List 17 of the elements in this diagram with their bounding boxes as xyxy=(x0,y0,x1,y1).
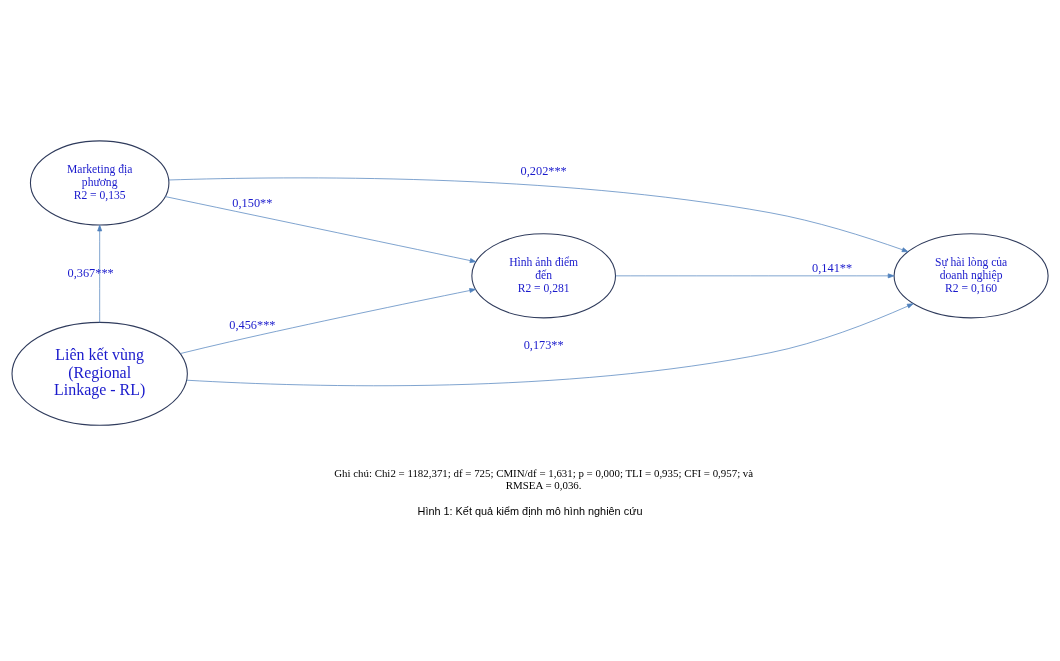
arrow xyxy=(97,224,103,323)
arrow xyxy=(615,272,895,278)
edge-label: 0,456*** xyxy=(229,317,276,332)
label: Ghi chú: Chi2 = 1182,371; df = 725; CMIN/df = 1,631; p = 0,000; TLI = 0,935; CFI = 0,957; và RMSEA = 0,036. xyxy=(334,466,754,491)
edge-label: 0,202*** xyxy=(520,163,567,178)
arrow xyxy=(186,302,914,386)
node-ellipse: Liên kết vùng (Regional Linkage - RL) xyxy=(11,321,188,426)
edge-label: 0,150** xyxy=(232,195,273,210)
arrow xyxy=(164,195,477,263)
arrow xyxy=(168,177,909,252)
caption: Hình 1: Kết quả kiểm định mô hình nghiên cứu xyxy=(417,504,643,517)
arrow xyxy=(180,287,476,354)
node-ellipse: Sự hài lòng của doanh nghiệp R2 = 0,160 xyxy=(893,232,1049,318)
node-ellipse: Marketing địa phương R2 = 0,135 xyxy=(29,139,170,226)
edge-label: 0,141** xyxy=(812,260,853,275)
edge-label: 0,367*** xyxy=(67,265,114,280)
edge-label: 0,173** xyxy=(523,337,564,352)
